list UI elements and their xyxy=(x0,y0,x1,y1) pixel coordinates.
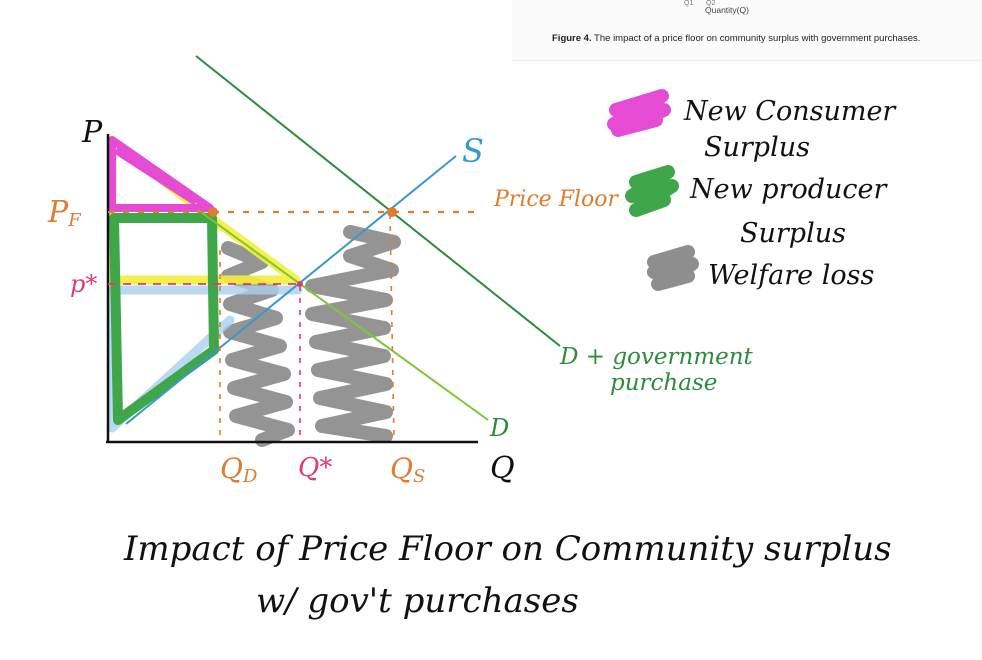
supply-curve xyxy=(125,155,457,425)
new-consumer-surplus xyxy=(108,136,214,212)
legend-producer-line1: New producer xyxy=(689,174,889,205)
legend-consumer-line2: Surplus xyxy=(704,132,810,163)
legend-welfare-swatch xyxy=(647,245,699,291)
new-producer-surplus xyxy=(109,213,219,425)
qs-label: QS xyxy=(390,452,425,487)
legend-consumer-swatch xyxy=(607,89,671,137)
legend-producer-line2: Surplus xyxy=(740,218,846,249)
source-figure-strip: Q1 Q2 xyxy=(512,0,982,61)
qd-label: QD xyxy=(220,452,258,487)
demand-label: D xyxy=(489,414,509,442)
demand-gov-label-line2: purchase xyxy=(610,370,717,396)
legend-welfare-label: Welfare loss xyxy=(708,260,874,291)
diagram-title-line2: w/ gov't purchases xyxy=(256,581,579,621)
welfare-loss-area-right xyxy=(305,225,401,443)
qs-dashed-line xyxy=(389,213,395,443)
caption-text: The impact of a price floor on community… xyxy=(591,33,921,44)
tick-q1: Q1 xyxy=(684,0,694,7)
legend-consumer-line1: New Consumer xyxy=(683,96,897,127)
caption-prefix: Figure 4. xyxy=(552,33,592,44)
qd-floor-point xyxy=(208,207,218,217)
qeq-label: Q* xyxy=(298,453,332,483)
source-axis-label: Quantity(Q) xyxy=(705,5,749,15)
y-axis-label: P xyxy=(81,115,103,150)
qs-floor-point xyxy=(387,207,397,217)
price-floor-label: Price Floor xyxy=(493,187,619,212)
source-figure-caption: Figure 4. The impact of a price floor on… xyxy=(552,33,920,44)
equilibrium-price-label: p* xyxy=(70,270,97,298)
price-floor-axis-label: PF xyxy=(47,195,82,231)
demand-curve xyxy=(197,209,489,421)
diagram-title-line1: Impact of Price Floor on Community surpl… xyxy=(123,529,892,569)
tick-q2: Q2 xyxy=(706,0,716,7)
x-axis-label: Q xyxy=(490,451,515,486)
demand-gov-curve xyxy=(195,55,561,347)
equilibrium-point xyxy=(297,281,303,287)
supply-label: S xyxy=(462,132,484,170)
demand-gov-label-line1: D + government xyxy=(559,344,754,370)
legend-producer-swatch xyxy=(625,165,679,217)
